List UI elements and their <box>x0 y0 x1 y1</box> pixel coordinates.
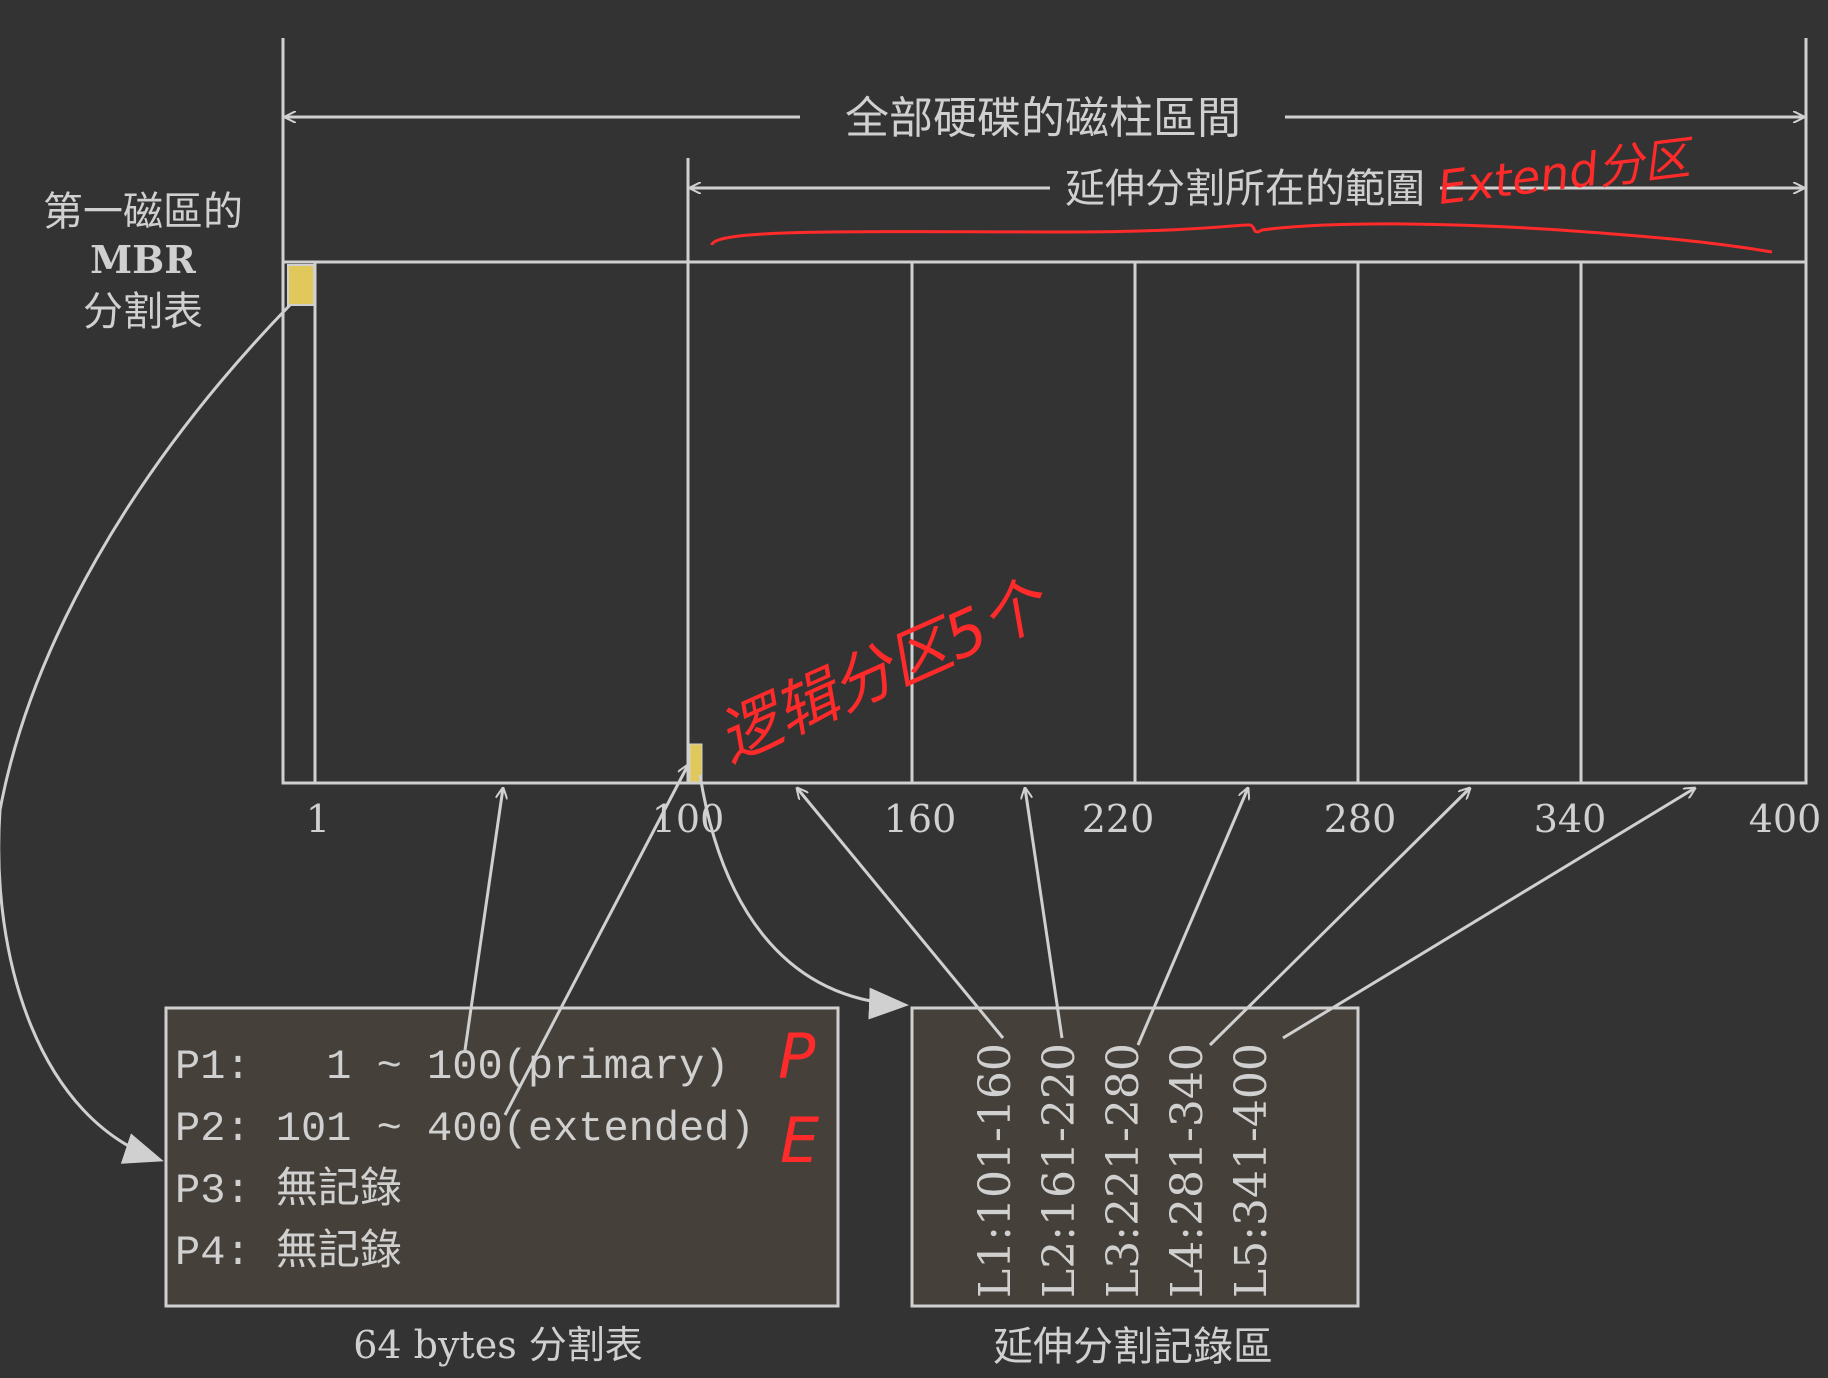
tick-1: 1 <box>306 797 330 841</box>
partition-row-p3: P3: 無記錄 <box>175 1165 402 1215</box>
l3-arrow <box>1136 788 1248 1046</box>
tick-220: 220 <box>1082 797 1155 841</box>
primary-mark: P <box>778 1020 816 1093</box>
tick-280: 280 <box>1324 797 1397 841</box>
l4-arrow <box>1208 788 1470 1047</box>
extend-note: Extend分区 <box>1435 130 1699 215</box>
l2-arrow <box>1025 788 1064 1039</box>
extended-mark: E <box>780 1104 820 1177</box>
p1-arrow <box>463 788 503 1051</box>
partition-row-p2: P2: 101 ~ 400(extended) <box>175 1105 755 1153</box>
mbr-label-line1: 第一磁區的 <box>43 189 243 235</box>
full-range-label: 全部硬碟的磁柱區間 <box>845 93 1241 144</box>
partition-table-caption: 64 bytes 分割表 <box>353 1323 643 1367</box>
extended-record-marker <box>689 743 703 783</box>
partition-row-p4: P4: 無記錄 <box>175 1227 402 1277</box>
partition-row-p1: P1: 1 ~ 100(primary) <box>175 1043 730 1091</box>
disk-range-box <box>281 260 1808 785</box>
l5-arrow <box>1282 788 1695 1040</box>
extended-range-underline <box>710 222 1773 254</box>
mbr-label-line3: 分割表 <box>83 289 203 335</box>
mbr-marker <box>287 264 315 306</box>
l1-arrow <box>797 788 1005 1039</box>
logical-partition-l5: L5:341-400 <box>1226 1043 1277 1298</box>
tick-400: 400 <box>1749 797 1822 841</box>
logical-note: 逻辑分区5个 <box>706 565 1059 776</box>
extended-record-box <box>910 1006 1360 1308</box>
mbr-label-line2: MBR <box>90 237 196 282</box>
mbr-to-table-arrow <box>0 303 292 1164</box>
p2-arrow <box>503 765 688 1116</box>
logical-partition-l3: L3:221-280 <box>1098 1043 1149 1298</box>
extended-record-arrow <box>698 774 909 1020</box>
tick-340: 340 <box>1534 797 1607 841</box>
extended-range-label: 延伸分割所在的範圍 <box>1065 166 1425 212</box>
logical-partition-l4: L4:281-340 <box>1162 1043 1213 1298</box>
tick-160: 160 <box>884 797 957 841</box>
logical-partition-l2: L2:161-220 <box>1034 1043 1085 1298</box>
extended-record-caption: 延伸分割記錄區 <box>993 1324 1273 1370</box>
partition-table-box <box>164 1006 840 1308</box>
logical-partition-l1: L1:101-160 <box>970 1043 1021 1298</box>
